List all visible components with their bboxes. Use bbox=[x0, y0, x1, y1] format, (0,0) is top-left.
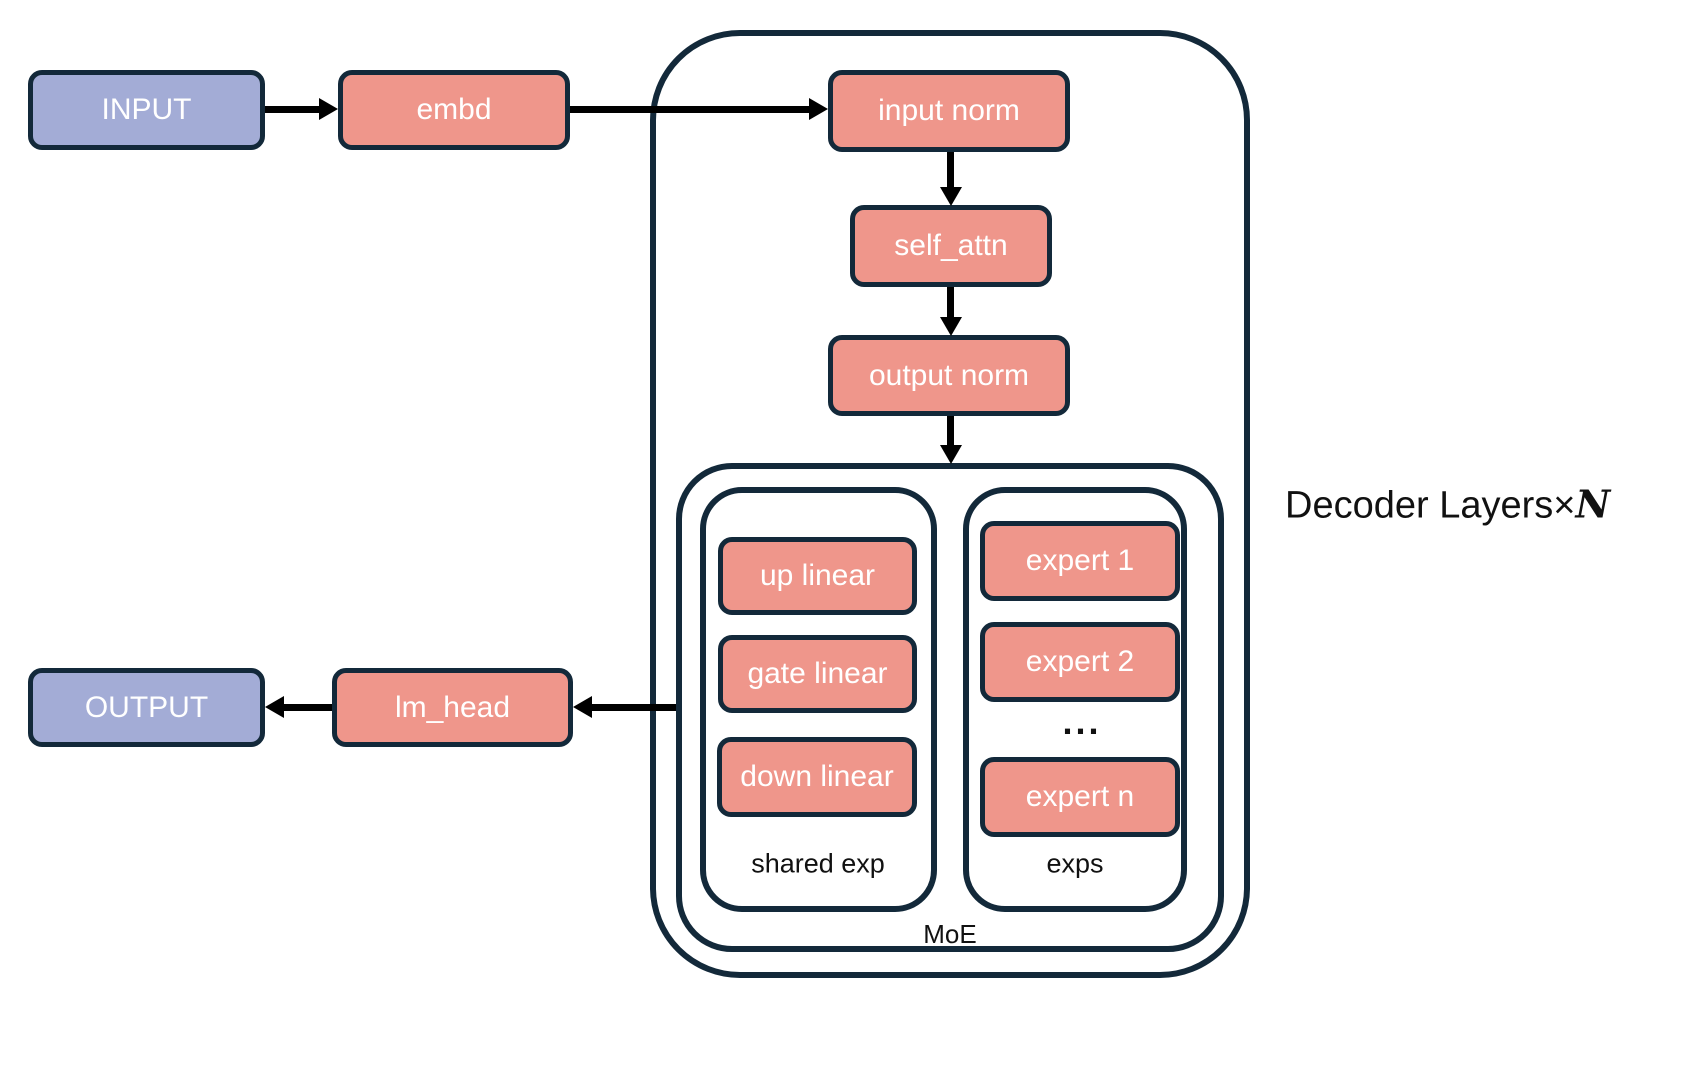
expert-n-label: expert n bbox=[1025, 780, 1135, 813]
expert-2-label: expert 2 bbox=[1025, 645, 1135, 678]
output-norm-label: output norm bbox=[868, 358, 1030, 392]
arrow-lmhead-output-line bbox=[284, 704, 332, 711]
arrow-inputnorm-selfattn-head bbox=[940, 187, 962, 206]
moe-label: MoE bbox=[923, 919, 977, 949]
arrow-outputnorm-moe-line bbox=[947, 416, 954, 446]
expert-2-block: expert 2 bbox=[980, 622, 1180, 702]
expert-ellipsis: ... bbox=[1062, 701, 1102, 742]
arrow-input-embd-head bbox=[319, 98, 338, 120]
expert-n-block: expert n bbox=[980, 757, 1180, 837]
expert-1-block: expert 1 bbox=[980, 521, 1180, 601]
lm-head-block: lm_head bbox=[332, 668, 573, 747]
input-norm-block: input norm bbox=[828, 70, 1070, 152]
arrow-input-embd-line bbox=[265, 106, 321, 113]
down-linear-label: down linear bbox=[740, 760, 894, 793]
up-linear-label: up linear bbox=[759, 559, 876, 592]
input-box: INPUT bbox=[28, 70, 265, 150]
down-linear-block: down linear bbox=[717, 737, 917, 817]
input-label: INPUT bbox=[101, 93, 192, 126]
output-norm-block: output norm bbox=[828, 335, 1070, 416]
arrow-lmhead-output-head bbox=[265, 696, 284, 718]
decoder-layers-n: N bbox=[1575, 481, 1611, 527]
gate-linear-label: gate linear bbox=[747, 657, 888, 690]
output-label: OUTPUT bbox=[84, 690, 209, 724]
arrow-embd-inputnorm-line bbox=[570, 106, 811, 113]
gate-linear-block: gate linear bbox=[718, 635, 917, 713]
arrow-embd-inputnorm-head bbox=[809, 98, 828, 120]
decoder-layers-text: Decoder Layers× bbox=[1285, 484, 1576, 527]
arrow-selfattn-outputnorm-head bbox=[940, 317, 962, 336]
self-attn-label: self_attn bbox=[894, 229, 1008, 262]
up-linear-block: up linear bbox=[718, 537, 917, 615]
arrow-moe-lmhead-line bbox=[592, 704, 676, 711]
output-box: OUTPUT bbox=[28, 668, 265, 747]
arrow-inputnorm-selfattn-line bbox=[947, 152, 954, 188]
arrow-selfattn-outputnorm-line bbox=[947, 287, 954, 318]
arrow-outputnorm-moe-head bbox=[940, 445, 962, 464]
decoder-layers-label: Decoder Layers×N bbox=[1285, 484, 1610, 527]
exps-label: exps bbox=[1046, 848, 1104, 879]
self-attn-block: self_attn bbox=[850, 205, 1052, 287]
shared-exp-label: shared exp bbox=[751, 848, 885, 879]
input-norm-label: input norm bbox=[878, 94, 1020, 127]
arrow-moe-lmhead-head bbox=[573, 696, 592, 718]
embd-block: embd bbox=[338, 70, 570, 150]
expert-1-label: expert 1 bbox=[1025, 544, 1135, 577]
lm-head-label: lm_head bbox=[394, 690, 511, 724]
embd-label: embd bbox=[416, 93, 492, 126]
